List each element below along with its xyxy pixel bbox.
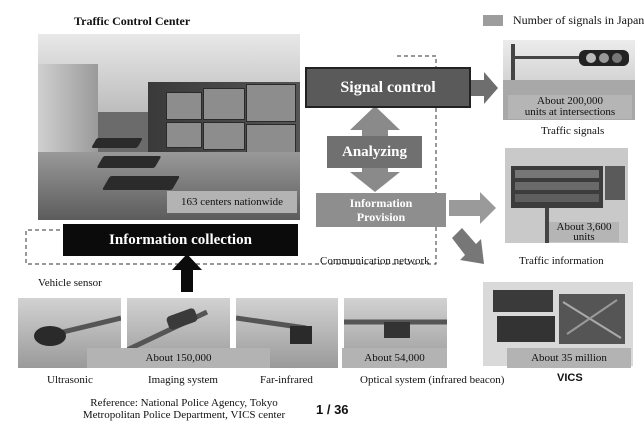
legend: Number of signals in Japan	[483, 13, 644, 28]
signal-control-box: Signal control	[305, 67, 471, 108]
arrow-to-traffic-info	[449, 192, 496, 224]
dashed-frame-center	[25, 55, 437, 265]
arrow-sensor-up	[172, 254, 202, 292]
traffic-information-image	[505, 148, 628, 243]
traffic-signals-count: About 200,000 units at intersections	[508, 95, 632, 119]
vehicle-sensor-label: Vehicle sensor	[38, 277, 102, 289]
sensor-label-imaging: Imaging system	[148, 374, 218, 386]
information-collection-box: Information collection	[63, 224, 298, 256]
traffic-information-count-line2: units	[573, 231, 595, 243]
vics-count: About 35 million	[507, 348, 631, 368]
arrow-to-signals	[469, 72, 498, 104]
sensor-label-optical: Optical system (infrared beacon)	[360, 374, 505, 386]
legend-label: Number of signals in Japan	[513, 13, 644, 27]
control-room-image	[38, 34, 300, 220]
reference-line2: Metropolitan Police Department, VICS cen…	[82, 409, 286, 421]
reference-note: Reference: National Police Agency, Tokyo…	[70, 397, 298, 421]
sensor-count-54000: About 54,000	[342, 348, 447, 368]
arrow-to-vics	[452, 228, 484, 264]
page-number: 1 / 36	[316, 402, 349, 417]
far-infrared-sensor-image	[236, 298, 338, 368]
traffic-information-label: Traffic information	[519, 255, 604, 267]
vics-label: VICS	[557, 372, 583, 384]
page-title: Traffic Control Center	[74, 14, 191, 28]
traffic-signals-label: Traffic signals	[541, 125, 605, 137]
traffic-information-count: About 3,600 units	[549, 221, 619, 243]
reference-line1: Reference: National Police Agency, Tokyo	[90, 397, 278, 409]
information-provision-line2: Provision	[356, 210, 406, 224]
sensor-count-150000: About 150,000	[87, 348, 270, 368]
traffic-signals-count-line1: About 200,000	[537, 95, 603, 107]
communication-network-label: Communication network	[320, 255, 430, 267]
control-room-caption: 163 centers nationwide	[167, 191, 297, 213]
information-provision-line1: Information	[349, 196, 413, 210]
legend-swatch	[483, 15, 503, 26]
analyzing-box: Analyzing	[327, 136, 422, 168]
traffic-signals-count-line2: units at intersections	[524, 106, 616, 118]
traffic-information-count-line1: About 3,600	[556, 221, 612, 233]
sensor-label-far-infrared: Far-infrared	[260, 374, 313, 386]
sensor-label-ultrasonic: Ultrasonic	[47, 374, 93, 386]
information-provision-box: Information Provision	[316, 193, 446, 227]
